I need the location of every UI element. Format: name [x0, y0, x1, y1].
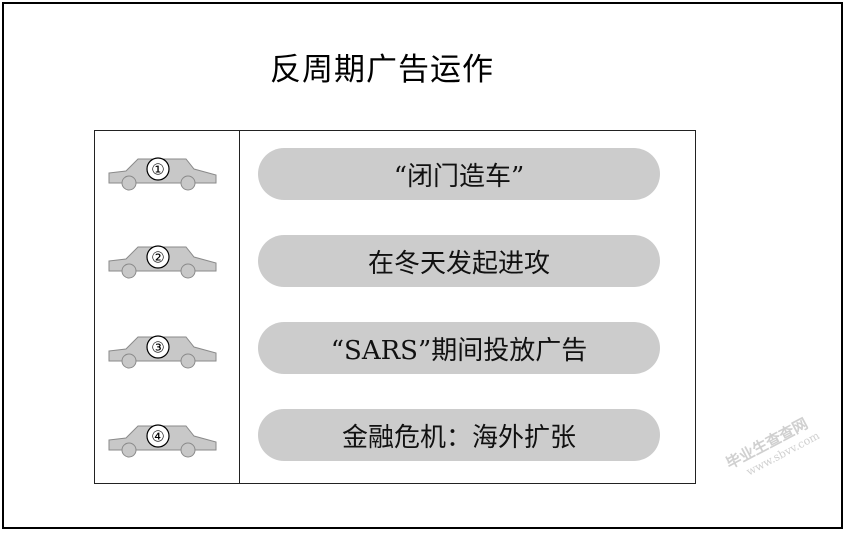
car-shape: ④ — [108, 424, 217, 458]
car-icon: ④ — [106, 420, 218, 462]
row-label-pill: “SARS”期间投放广告 — [258, 322, 660, 374]
car-shape: ② — [108, 245, 217, 279]
slide-title: 反周期广告运作 — [270, 52, 494, 88]
row-label-pill: “闭门造车” — [258, 148, 660, 200]
car-shape: ③ — [108, 335, 217, 369]
column-divider — [239, 130, 240, 484]
car-icon: ③ — [106, 331, 218, 373]
row-number: ③ — [151, 339, 164, 357]
car-shape: ① — [108, 157, 217, 191]
slide-frame — [2, 2, 843, 529]
row-label-pill: 在冬天发起进攻 — [258, 235, 660, 287]
car-icon: ① — [106, 153, 218, 195]
row-number: ④ — [151, 428, 164, 446]
car-icon: ② — [106, 241, 218, 283]
row-number: ① — [151, 161, 164, 179]
row-number: ② — [151, 249, 164, 267]
row-label-pill: 金融危机：海外扩张 — [258, 409, 660, 461]
diagram-table — [94, 130, 696, 484]
